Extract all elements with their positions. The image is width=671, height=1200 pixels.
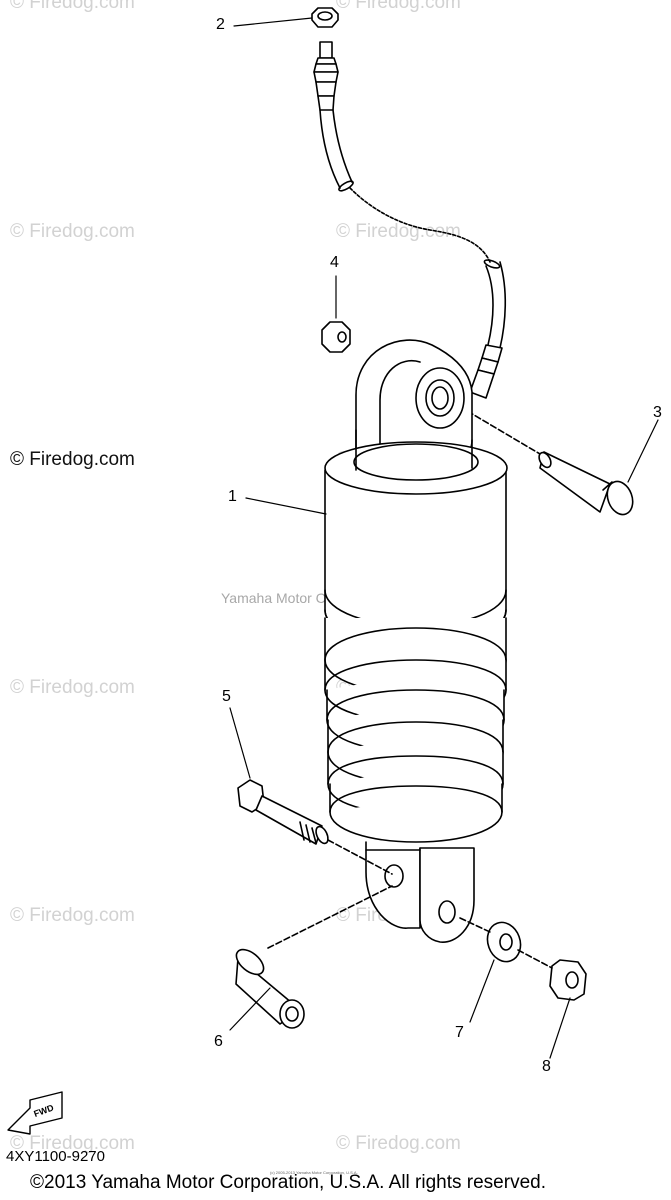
part-6-collar	[235, 885, 393, 1029]
part-7-washer	[459, 917, 522, 963]
watermark-row6-left: © Firedog.com	[10, 1133, 135, 1154]
callout-2: 2	[216, 16, 225, 33]
watermark-row3-left: © Firedog.com	[10, 449, 135, 470]
watermark-row2-center: © Firedog.com	[336, 221, 461, 242]
callout-6: 6	[214, 1033, 223, 1050]
copyright-notice: ©2013 Yamaha Motor Corporation, U.S.A. A…	[30, 1172, 546, 1193]
watermark-row5-left: © Firedog.com	[10, 905, 135, 926]
part-4-nut	[321, 321, 351, 353]
callout-5: 5	[222, 688, 231, 705]
fwd-arrow-icon: FWD	[7, 1091, 63, 1135]
callout-1: 1	[228, 488, 237, 505]
leader-lines	[229, 17, 659, 1059]
part-1-shock-body	[324, 429, 508, 647]
fine-print: (c) 2005-2013 Yamaha Motor Corporation, …	[270, 1170, 358, 1175]
watermark-row2-left: © Firedog.com	[10, 221, 135, 242]
part-3-bolt	[451, 401, 634, 516]
part-8-nut	[517, 949, 587, 1001]
callout-8: 8	[542, 1058, 551, 1075]
callout-7: 7	[455, 1024, 464, 1041]
watermark-row4-left: © Firedog.com	[10, 677, 135, 698]
watermark-row6-center: © Firedog.com	[336, 1133, 461, 1154]
part-5-bolt	[237, 779, 393, 875]
callout-4: 4	[330, 254, 339, 271]
part-2-cap-nut	[311, 7, 339, 28]
lower-clevis	[365, 841, 475, 943]
callout-3: 3	[653, 404, 662, 421]
watermark-top-center: © Firedog.com	[336, 0, 461, 13]
adjuster-hose	[313, 41, 507, 399]
spring-coils	[324, 617, 507, 843]
watermark-top-left: © Firedog.com	[10, 0, 135, 13]
diagram-code: 4XY1100-9270	[6, 1148, 105, 1165]
